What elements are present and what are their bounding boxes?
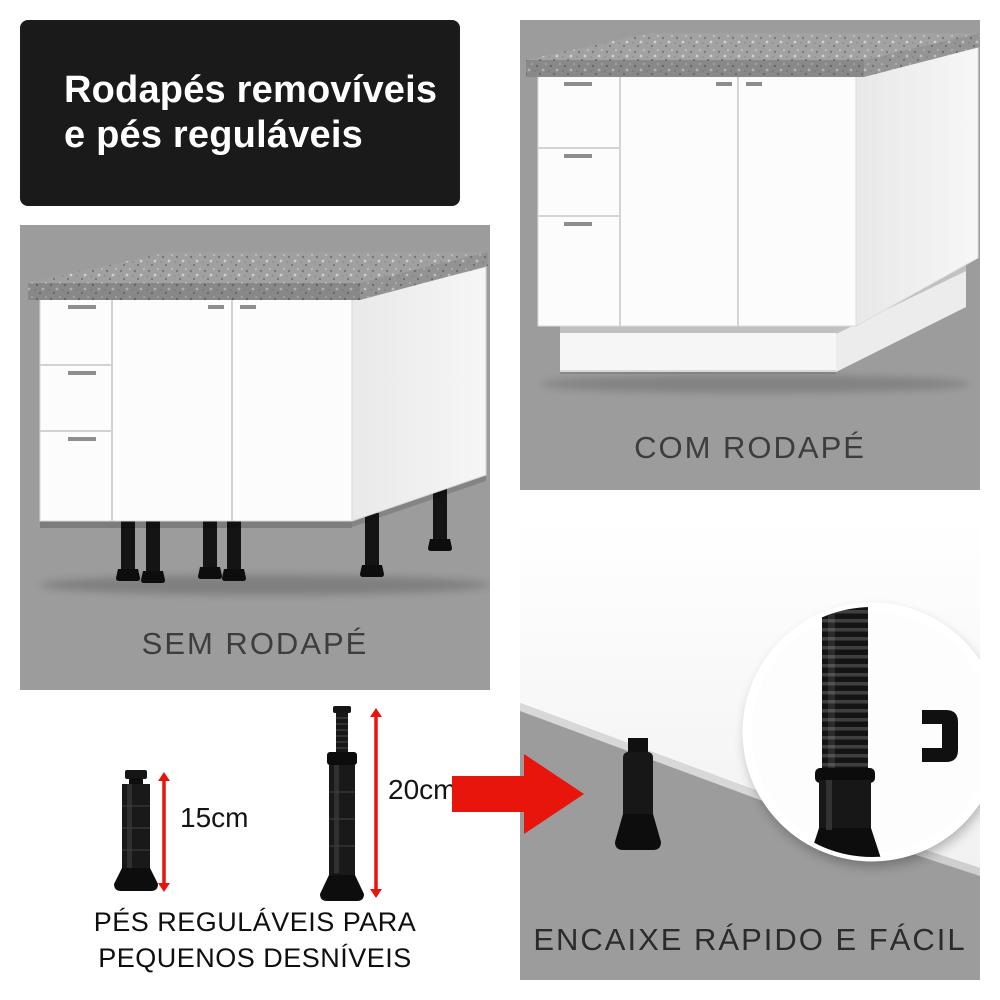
threaded-rod [822, 607, 868, 772]
label-15cm: 15cm [180, 802, 249, 833]
magnifier-content [802, 607, 958, 857]
panel-encaixe: ENCAIXE RÁPIDO E FÁCIL [520, 520, 980, 980]
measure-line-15cm [158, 772, 170, 892]
feet-caption: PÉS REGULÁVEIS PARA PEQUENOS DESNÍVEIS [20, 904, 490, 976]
feet-caption-line-1: PÉS REGULÁVEIS PARA [93, 907, 417, 937]
mounted-foot [615, 738, 661, 850]
title-line-2: e pés reguláveis [64, 114, 363, 156]
adjustable-feet [116, 489, 452, 583]
under-cabinet-shadow-side [352, 475, 486, 527]
foot-mount-closeup-illustration [520, 520, 980, 876]
mounting-clip [922, 710, 958, 762]
feet-caption-line-2: PEQUENOS DESNÍVEIS [98, 943, 412, 973]
countertop [28, 252, 488, 300]
cabinet-no-plinth-illustration [28, 252, 490, 595]
cabinet-front [39, 298, 353, 522]
door-handles [564, 82, 762, 226]
caption-sem-rodape: SEM RODAPÉ [141, 626, 369, 661]
door-handles [68, 305, 256, 441]
title-badge: Rodapés removíveis e pés reguláveis [20, 20, 460, 206]
panel-com-rodape: COM RODAPÉ [520, 20, 980, 490]
cabinet-with-plinth-illustration [526, 33, 980, 393]
floor-shadow [40, 575, 490, 595]
floor-shadow [540, 375, 970, 393]
caption-encaixe: ENCAIXE RÁPIDO E FÁCIL [533, 922, 967, 957]
title-line-1: Rodapés removíveis [64, 69, 438, 112]
under-cabinet-shadow [40, 521, 352, 528]
countertop [526, 33, 980, 77]
caption-com-rodape: COM RODAPÉ [634, 430, 866, 465]
foot-base [802, 828, 888, 857]
panel-sem-rodape: SEM RODAPÉ [20, 225, 490, 690]
label-20cm: 20cm [388, 774, 457, 805]
foot-15cm-illustration [114, 770, 158, 891]
adjustable-feet-figure: 15cm 20cm PÉS REGULÁVEIS PARA P [20, 700, 490, 992]
cabinet-front [537, 75, 857, 327]
arrow-right-icon [452, 754, 584, 834]
measure-line-20cm [370, 708, 382, 898]
foot-20cm-illustration [320, 706, 364, 901]
